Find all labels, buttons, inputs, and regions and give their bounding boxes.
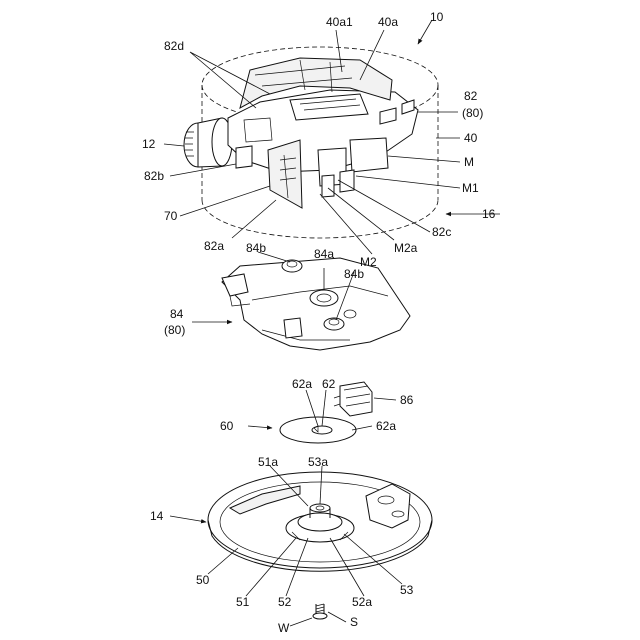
label-82: 82 [464,89,478,103]
label-62a-top: 62a [292,377,312,391]
label-40a1: 40a1 [326,15,353,29]
label-62: 62 [322,377,336,391]
label-84a: 84a [314,247,334,261]
label-M: M [464,155,474,169]
label-53: 53 [400,583,414,597]
label-60: 60 [220,419,234,433]
label-12: 12 [142,137,156,151]
label-M1: M1 [462,181,479,195]
connector [334,382,372,416]
screw [313,604,327,619]
label-84-80: (80) [164,323,185,337]
bottom-tray [208,472,432,571]
label-82b: 82b [144,169,164,183]
dial-knob [184,118,232,167]
label-53a: 53a [308,455,328,469]
label-84b-right: 84b [344,267,364,281]
label-86: 86 [400,393,414,407]
upper-assembly [184,47,438,238]
label-40: 40 [464,131,478,145]
disc-plate [280,417,356,443]
label-84b-left: 84b [246,241,266,255]
label-52: 52 [278,595,292,609]
label-50: 50 [196,573,210,587]
label-10: 10 [430,10,444,24]
label-M2a: M2a [394,241,418,255]
label-62a-right: 62a [376,419,396,433]
label-70: 70 [164,209,178,223]
label-82-80: (80) [462,106,483,120]
label-82d: 82d [164,39,184,53]
label-82c: 82c [432,225,451,239]
label-82a: 82a [204,239,224,253]
label-16: 16 [482,207,496,221]
label-84: 84 [170,307,184,321]
label-W: W [278,621,290,635]
label-40a: 40a [378,15,398,29]
label-14: 14 [150,509,164,523]
label-S: S [350,615,358,629]
label-51: 51 [236,595,250,609]
base-cover [222,258,410,350]
chassis [228,58,418,208]
label-52a: 52a [352,595,372,609]
label-51a: 51a [258,455,278,469]
